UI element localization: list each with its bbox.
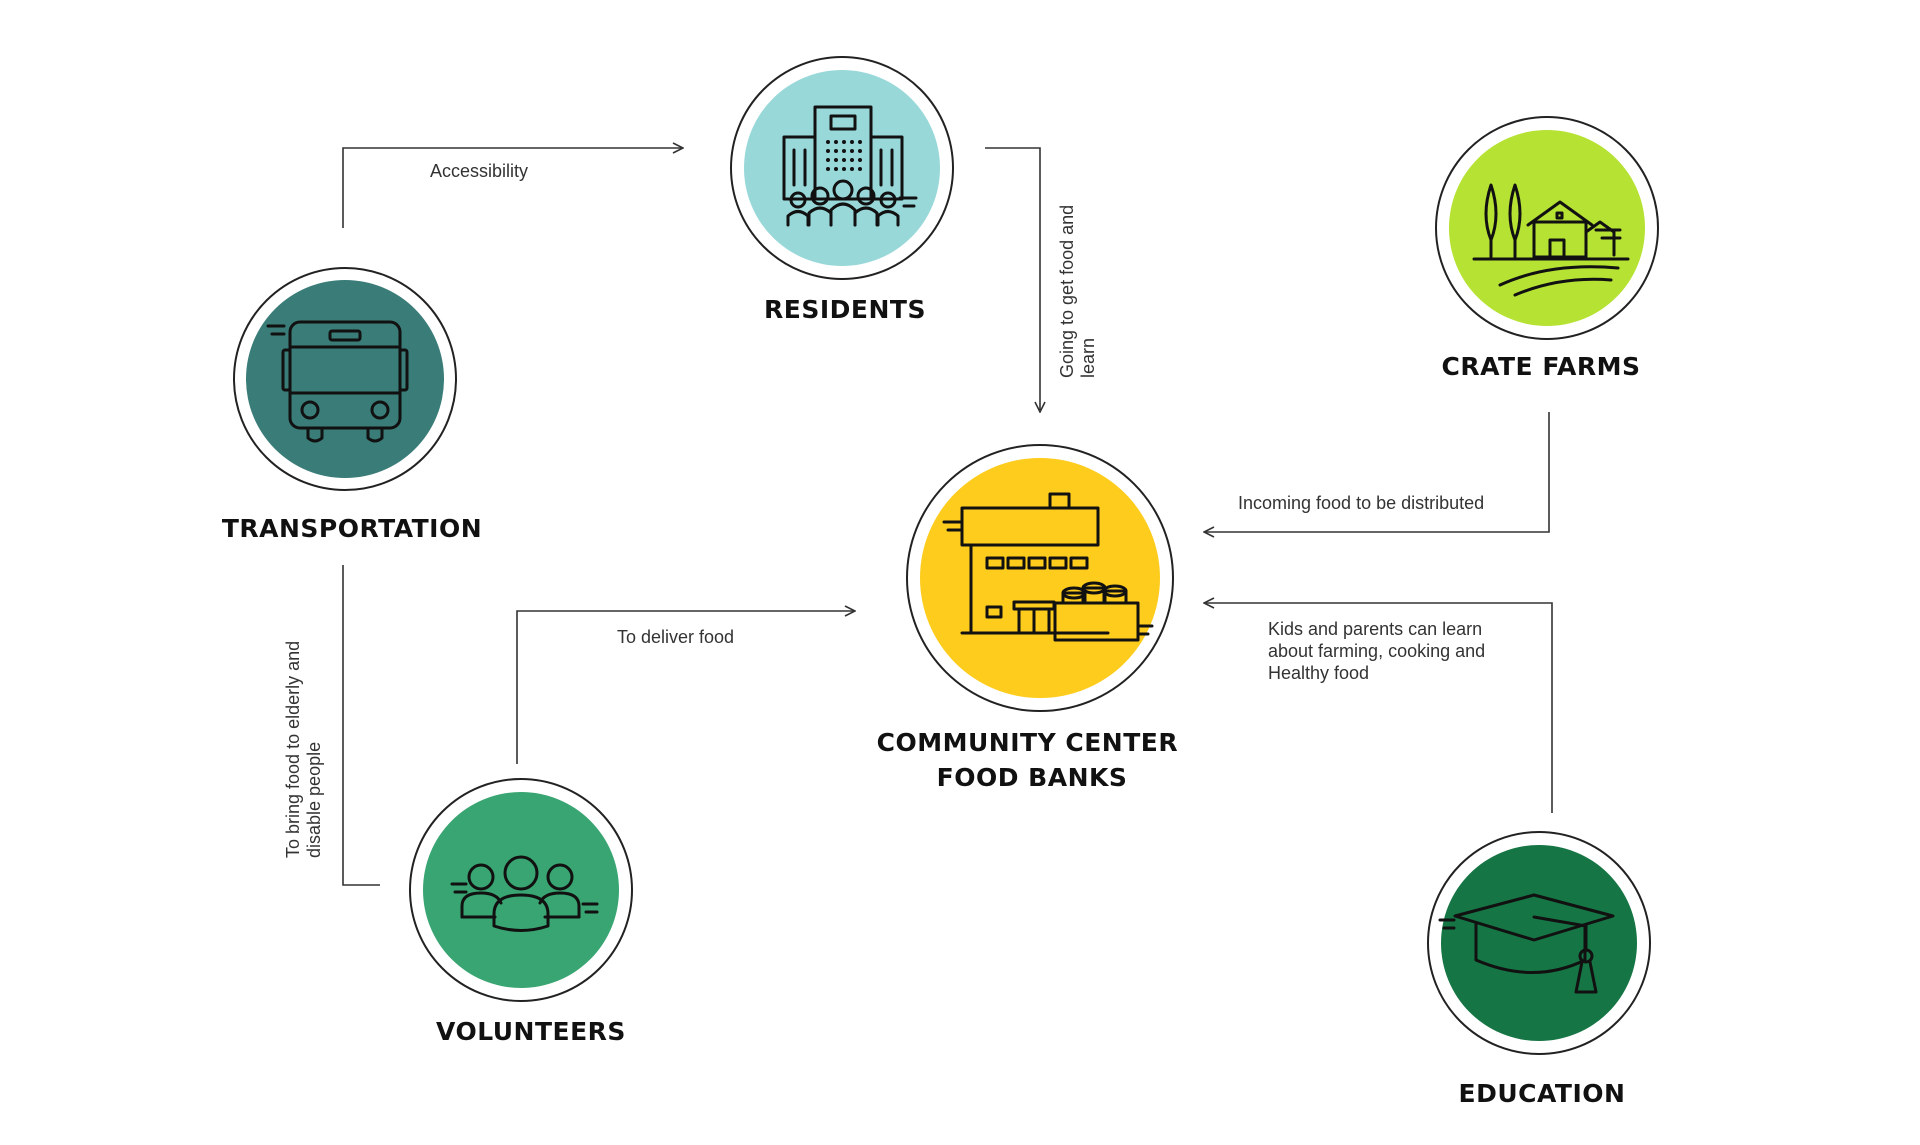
node-community-center: COMMUNITY CENTER FOOD BANKS [877, 444, 1188, 792]
farm-icon [1472, 183, 1630, 297]
volunteers-title: VOLUNTEERS [436, 1017, 626, 1046]
connector-volunteers-to-community-center [516, 611, 855, 764]
community-center-disc [920, 458, 1160, 698]
connector-transportation-to-volunteers [342, 565, 380, 886]
edge-label-kids-and-parents: Kids and parents can learn about farming… [1268, 619, 1490, 683]
residents-title: RESIDENTS [764, 295, 926, 324]
transportation-title: TRANSPORTATION [222, 514, 482, 543]
node-residents: RESIDENTS [730, 56, 954, 324]
edge-label-deliver-food: To deliver food [617, 627, 734, 647]
node-crate-farms: CRATE FARMS [1435, 116, 1659, 381]
education-disc [1441, 845, 1637, 1041]
food-bank-building-icon [942, 492, 1154, 642]
community-center-title-line2: FOOD BANKS [937, 763, 1128, 792]
connector-transportation-to-residents [342, 148, 683, 228]
community-center-title: COMMUNITY CENTER FOOD BANKS [877, 728, 1188, 792]
residents-disc [744, 70, 940, 266]
edge-label-going-line1: Going to get food and [1057, 205, 1077, 378]
bus-icon [266, 320, 409, 443]
people-group-icon [450, 855, 599, 932]
apartment-building-icon [782, 105, 918, 227]
graduation-cap-icon [1438, 893, 1615, 994]
node-education: EDUCATION [1427, 831, 1651, 1108]
edge-label-kids-line1: Kids and parents can learn [1268, 619, 1482, 639]
transportation-disc [246, 280, 444, 478]
edge-label-incoming-food: Incoming food to be distributed [1238, 493, 1484, 513]
node-transportation: TRANSPORTATION [222, 267, 482, 543]
edge-label-bring-line2: disable people [304, 742, 324, 858]
edge-label-accessibility: Accessibility [430, 161, 528, 181]
connector-residents-to-community-center [985, 147, 1040, 412]
edge-label-kids-line2: about farming, cooking and [1268, 641, 1485, 661]
education-title: EDUCATION [1459, 1079, 1626, 1108]
crate-farms-disc [1449, 130, 1645, 326]
edge-label-bring-food: To bring food to elderly and disable peo… [283, 636, 324, 858]
node-volunteers: VOLUNTEERS [409, 778, 633, 1046]
edge-label-going-to-get-food: Going to get food and learn [1057, 200, 1098, 378]
connector-crate-farms-to-community-center [1204, 412, 1550, 532]
community-center-title-line1: COMMUNITY CENTER [877, 728, 1178, 757]
edge-labels: Accessibility Going to get food and lear… [283, 161, 1490, 858]
connector-education-to-community-center [1204, 603, 1553, 813]
connectors [342, 147, 1553, 886]
edge-label-kids-line3: Healthy food [1268, 663, 1369, 683]
crate-farms-title: CRATE FARMS [1441, 352, 1640, 381]
edge-label-going-line2: learn [1078, 338, 1098, 378]
edge-label-bring-line1: To bring food to elderly and [283, 641, 303, 858]
